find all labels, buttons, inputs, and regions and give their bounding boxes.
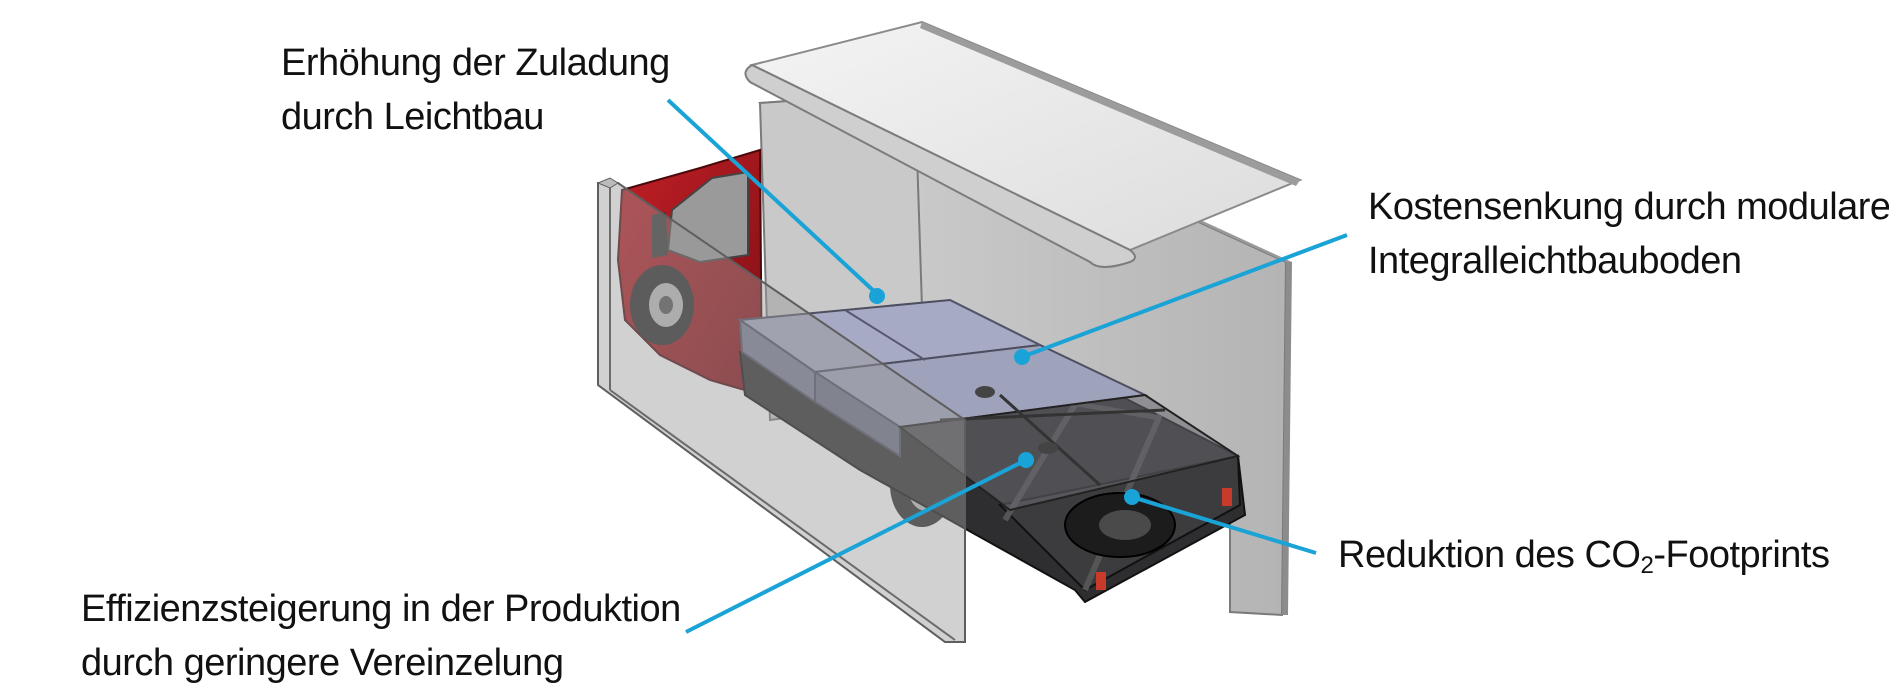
leader-line-efficiency xyxy=(685,458,1027,634)
label-efficiency: Effizienzsteigerung in der Produktion du… xyxy=(81,582,681,690)
label-payload-line2: durch Leichtbau xyxy=(281,96,544,138)
label-co2: Reduktion des CO2-Footprints xyxy=(1338,528,1830,582)
leader-dot-payload xyxy=(869,288,885,304)
leader-lines xyxy=(666,98,1348,634)
label-payload-line1: Erhöhung der Zuladung xyxy=(281,42,670,84)
label-cost: Kostensenkung durch modularen Integralle… xyxy=(1368,180,1889,288)
roof-panel xyxy=(744,20,1303,268)
leader-dot-efficiency xyxy=(1018,452,1034,468)
label-efficiency-line2: durch geringere Vereinzelung xyxy=(81,642,564,684)
leader-line-payload xyxy=(666,98,879,296)
label-co2-suffix: -Footprints xyxy=(1653,534,1830,576)
label-co2-prefix: Reduktion des CO xyxy=(1338,534,1641,576)
leader-dot-co2 xyxy=(1124,489,1140,505)
label-cost-line2: Integralleichtbauboden xyxy=(1368,240,1742,282)
leader-line-cost xyxy=(1021,233,1348,359)
label-payload: Erhöhung der Zuladung durch Leichtbau xyxy=(281,36,670,144)
label-efficiency-line1: Effizienzsteigerung in der Produktion xyxy=(81,588,681,630)
label-cost-line1: Kostensenkung durch modularen xyxy=(1368,186,1889,228)
leader-dot-cost xyxy=(1014,349,1030,365)
label-co2-subscript: 2 xyxy=(1640,552,1654,579)
front-wheel xyxy=(630,265,694,345)
leader-line-co2 xyxy=(1131,495,1317,555)
front-side-wall xyxy=(596,177,966,643)
